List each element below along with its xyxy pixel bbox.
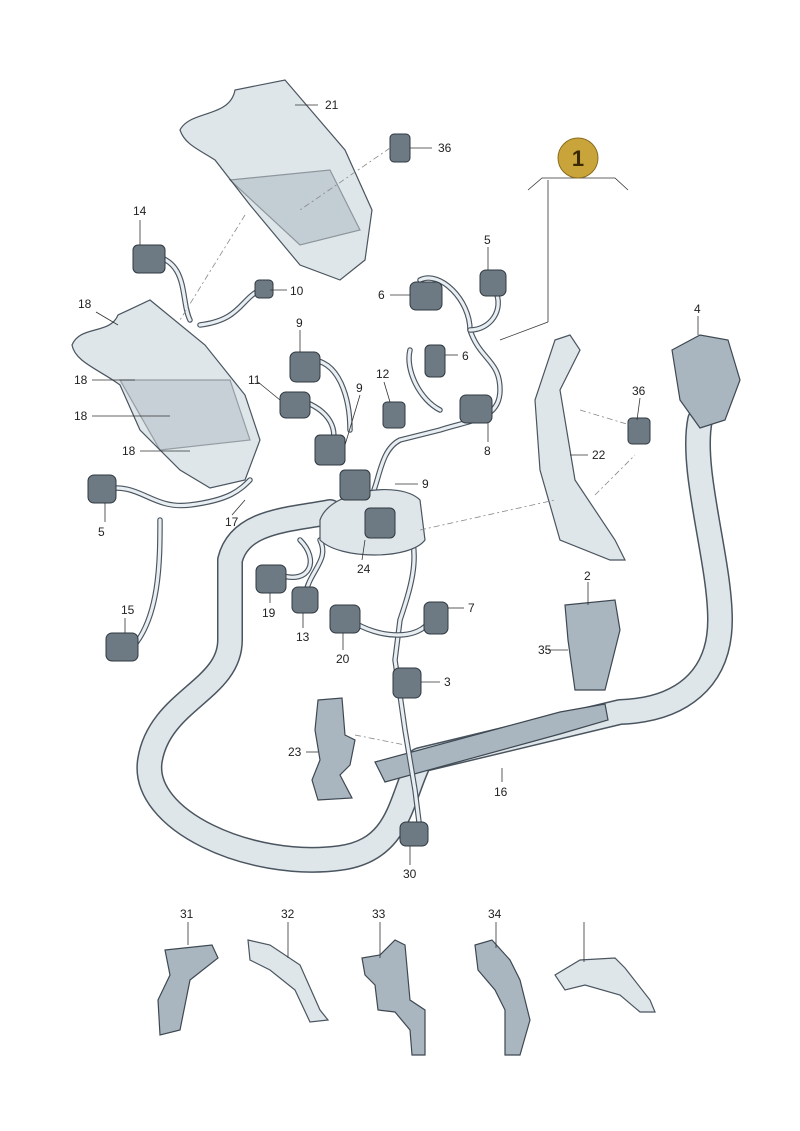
leader-lines [92, 104, 699, 962]
callout-6: 6 [462, 349, 469, 363]
callout-35: 23 [288, 745, 302, 759]
callout-9: 9 [422, 477, 429, 491]
callout-22: 22 [592, 448, 606, 462]
callout-18: 18 [122, 444, 136, 458]
badge-label: 1 [572, 146, 584, 171]
callout-23: 16 [494, 785, 508, 799]
callout-17: 5 [98, 525, 105, 539]
callout-16: 30 [403, 867, 417, 881]
callout-33: 34 [488, 907, 502, 921]
callout-21: 21 [325, 98, 339, 112]
callout-24: 17 [225, 515, 239, 529]
callout-13: 20 [336, 652, 350, 666]
callout-32: 33 [372, 907, 386, 921]
callout-9: 9 [296, 316, 303, 330]
callout-9: 24 [357, 562, 371, 576]
callout-labels: 21 36 14 10 18 18 18 18 9 11 12 6 5 6 4 … [74, 98, 701, 921]
callout-5: 5 [484, 233, 491, 247]
control-unit-housing-21 [179, 79, 373, 281]
control-unit-housing-18 [71, 299, 261, 489]
callout-18: 18 [74, 409, 88, 423]
duct-23 [374, 703, 609, 783]
accessory-parts-row [157, 939, 656, 1056]
callout-4: 4 [694, 302, 701, 316]
callout-7: 3 [444, 675, 451, 689]
callout-2: 35 [538, 643, 552, 657]
callout-8: 8 [484, 444, 491, 458]
callout-18: 18 [78, 297, 92, 311]
callout-6: 6 [378, 288, 385, 302]
callout-15: 19 [262, 606, 276, 620]
connector-4 [671, 334, 741, 429]
callout-3: 2 [584, 569, 591, 583]
callout-19: 13 [296, 630, 310, 644]
callout-36: 36 [438, 141, 452, 155]
callout-12: 12 [376, 367, 390, 381]
callout-9: 9 [356, 381, 363, 395]
callout-31: 32 [281, 907, 295, 921]
callout-18: 18 [74, 373, 88, 387]
bracket-35 [311, 697, 356, 801]
callout-10: 10 [290, 284, 304, 298]
main-harness-tube [136, 407, 733, 873]
callout-11: 11 [248, 373, 261, 387]
callout-30: 31 [180, 907, 194, 921]
callout-36: 36 [632, 384, 646, 398]
callout-14: 14 [133, 204, 147, 218]
callout-20: 7 [468, 601, 475, 615]
assembly-badge: 1 [557, 137, 599, 179]
bracket-22 [534, 334, 626, 561]
reference-lines [179, 147, 636, 746]
bracket-2-3 [564, 599, 621, 691]
callout-5: 15 [121, 603, 135, 617]
sensor-connectors [87, 133, 651, 847]
